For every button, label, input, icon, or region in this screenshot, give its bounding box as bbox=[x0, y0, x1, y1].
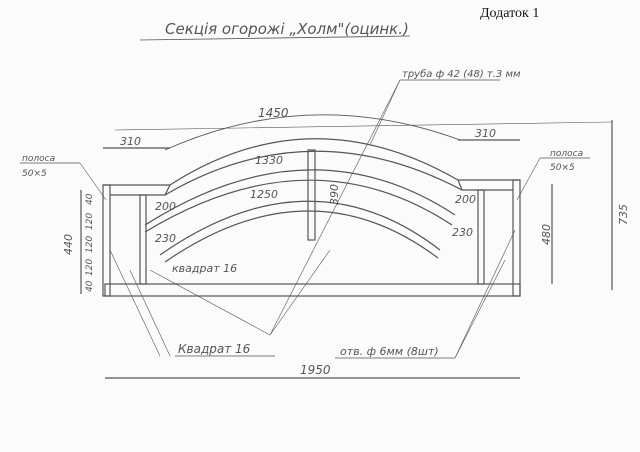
dim-total-width: 1950 bbox=[300, 363, 331, 377]
dim-right-230: 230 bbox=[452, 226, 473, 239]
left-inner-post bbox=[139, 194, 147, 285]
dim-left-step: 40 bbox=[85, 193, 95, 205]
left-post bbox=[102, 184, 111, 297]
dim-right-height: 480 bbox=[540, 224, 553, 245]
holes-callout: отв. ф 6мм (8шт) bbox=[340, 345, 439, 358]
strip-left-size: 50×5 bbox=[22, 169, 47, 179]
arch-middle bbox=[144, 169, 456, 226]
dim-total-height: 735 bbox=[617, 204, 630, 225]
strip-right-callout: полоса bbox=[550, 149, 583, 159]
bottom-bar bbox=[104, 283, 521, 297]
arch-middle-inner bbox=[144, 179, 453, 233]
dim-left-230: 230 bbox=[155, 232, 176, 245]
strip-left-callout: полоса bbox=[22, 154, 55, 164]
dim-right-200: 200 bbox=[455, 193, 476, 206]
square-bottom-callout: Квадрат 16 bbox=[178, 342, 251, 356]
right-top-bar bbox=[457, 179, 520, 191]
drawing-title: Секція огорожі „Холм"(оцинк.) bbox=[165, 20, 409, 38]
center-post bbox=[307, 149, 316, 241]
dim-left-step: 40 bbox=[85, 280, 95, 292]
dim-center-post: 390 bbox=[328, 184, 341, 205]
dim-left-step: 120 bbox=[85, 213, 95, 230]
arch-inner bbox=[159, 200, 441, 256]
arch-outer-inner bbox=[164, 150, 463, 196]
dim-arc-1250: 1250 bbox=[250, 188, 278, 201]
left-top-bar bbox=[103, 184, 171, 196]
pipe-callout: труба ф 42 (48) т.3 мм bbox=[402, 68, 521, 80]
square-inner-callout: квадрат 16 bbox=[172, 262, 237, 275]
dim-arc-1330: 1330 bbox=[255, 154, 283, 167]
dim-arc-length: 1450 bbox=[258, 106, 289, 120]
arch-inner-inner bbox=[164, 210, 439, 263]
dim-left-step: 120 bbox=[85, 236, 95, 253]
dim-left-step: 120 bbox=[85, 259, 95, 276]
dim-left-200: 200 bbox=[155, 200, 176, 213]
dim-left-top: 310 bbox=[120, 135, 141, 148]
right-inner-post bbox=[477, 189, 485, 285]
right-post bbox=[512, 179, 521, 297]
strip-right-size: 50×5 bbox=[550, 163, 575, 173]
appendix-label: Додаток 1 bbox=[480, 6, 539, 21]
arch-outer bbox=[169, 138, 459, 186]
dim-right-top: 310 bbox=[475, 127, 496, 140]
dim-left-height: 440 bbox=[62, 234, 75, 255]
